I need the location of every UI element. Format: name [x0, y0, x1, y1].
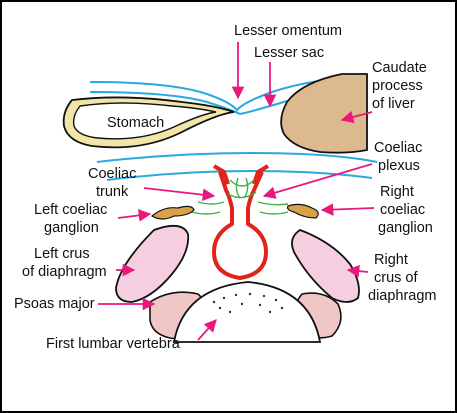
label-coeliac-trunk-1: Coeliac [88, 166, 136, 182]
label-caudate-2: process [372, 78, 423, 94]
label-caudate-1: Caudate [372, 60, 427, 76]
arrow-icon [346, 264, 369, 278]
coeliac-trunk-branch-right [252, 164, 270, 185]
label-right-ganglion-2: coeliac [380, 202, 425, 218]
label-caudate-3: of liver [372, 96, 415, 112]
label-right-ganglion-3: ganglion [378, 220, 433, 236]
arrow-icon [197, 319, 217, 341]
right-coeliac-ganglion [287, 203, 319, 219]
label-psoas-major: Psoas major [14, 296, 95, 312]
stomach-lumen [72, 102, 217, 140]
posterior-peritoneum-line [96, 152, 378, 163]
label-right-crus-2: crus of [374, 270, 418, 286]
lesser-omentum-line [89, 77, 343, 112]
left-crus [115, 224, 190, 303]
arrow-icon [262, 163, 373, 199]
coeliac-plexus-fibres [191, 177, 289, 215]
label-left-ganglion-1: Left coeliac [34, 202, 107, 218]
arrow-icon [340, 110, 373, 124]
label-right-crus-3: diaphragm [368, 288, 437, 304]
posterior-peritoneum-line-2 [106, 170, 373, 181]
arrow-icon-group [98, 42, 375, 341]
coeliac-trunk-branch-left [212, 164, 230, 185]
label-left-crus-1: Left crus [34, 246, 90, 262]
stomach-label: Stomach [107, 115, 164, 131]
label-left-ganglion-2: ganglion [44, 220, 99, 236]
label-lesser-sac: Lesser sac [254, 45, 324, 61]
label-coeliac-plexus-2: plexus [378, 158, 420, 174]
label-coeliac-plexus-1: Coeliac [374, 140, 422, 156]
label-left-crus-2: of diaphragm [22, 264, 107, 280]
vertebra-trabeculae [212, 292, 284, 314]
arrow-icon [320, 203, 375, 216]
coeliac-trunk-vessel [212, 171, 268, 280]
label-right-crus-1: Right [374, 252, 408, 268]
label-coeliac-trunk-2: trunk [96, 184, 129, 200]
right-crus [291, 228, 360, 303]
label-first-lumbar-vertebra: First lumbar vertebra [46, 336, 181, 352]
label-right-ganglion-1: Right [380, 184, 414, 200]
caudate-process [280, 73, 368, 154]
label-lesser-omentum: Lesser omentum [234, 23, 342, 39]
left-coeliac-ganglion [150, 205, 195, 220]
arrow-icon [117, 209, 152, 222]
arrow-icon [143, 187, 216, 201]
first-lumbar-vertebra [172, 281, 322, 343]
